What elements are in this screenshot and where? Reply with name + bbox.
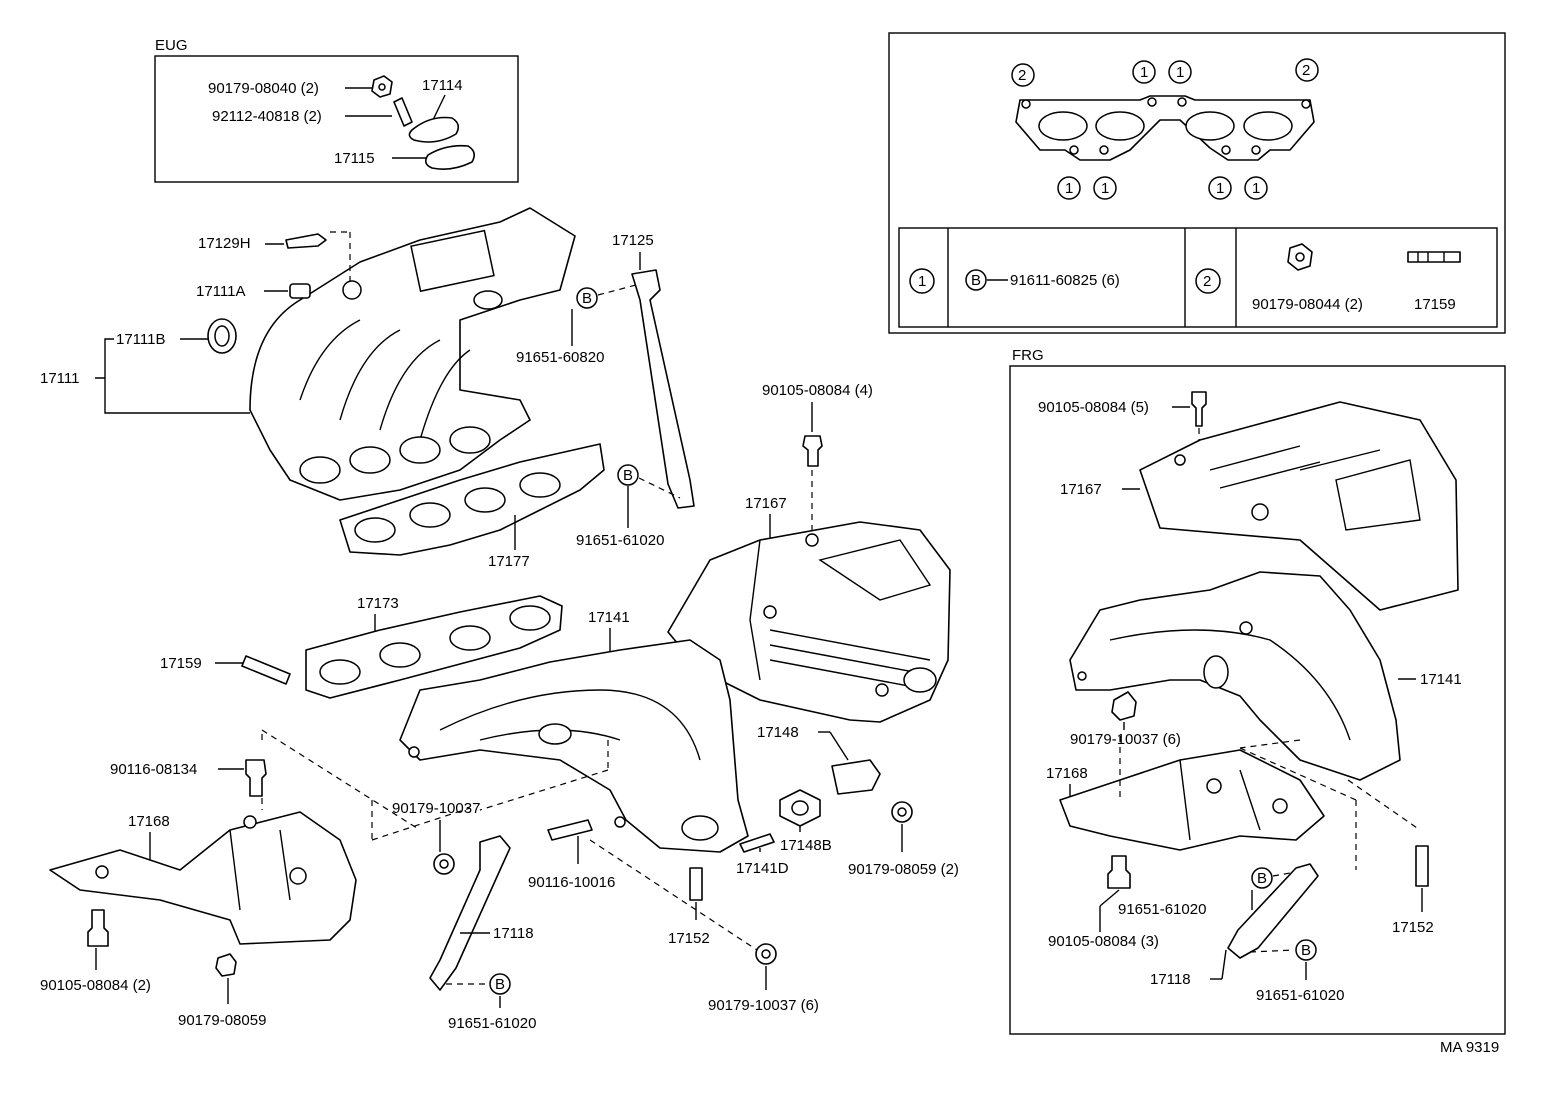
label-91651-60820: 91651-60820	[516, 349, 604, 366]
label-90179-10037-6: 90179-10037 (6)	[708, 997, 819, 1014]
legend-nut-part: 90179-08044 (2)	[1252, 296, 1363, 313]
stud-17159	[241, 655, 291, 685]
label-90179-08059: 90179-08059	[178, 1012, 266, 1029]
eug-label-stud: 92112-40818 (2)	[212, 108, 322, 125]
legend-bolt-part: 91611-60825 (6)	[1010, 272, 1120, 289]
bolt-icon	[802, 435, 823, 467]
callout-2: 2	[1018, 67, 1026, 84]
eug-label-17115: 17115	[334, 150, 375, 167]
label-17168: 17168	[128, 813, 170, 830]
lower-insulator	[49, 811, 357, 945]
eug-label-17114: 17114	[422, 77, 463, 94]
label-90179-10037-a: 90179-10037	[392, 800, 480, 817]
label-17159: 17159	[160, 655, 202, 672]
stud-17141d	[739, 833, 775, 853]
b-mark: B	[1257, 870, 1267, 887]
label-17111: 17111	[40, 370, 80, 387]
legend-gasket	[1015, 95, 1315, 161]
bolt-icon	[1107, 855, 1131, 889]
frg-exhaust-manifold	[1069, 571, 1401, 781]
bolt-icon	[245, 759, 267, 797]
intake-manifold	[249, 207, 576, 501]
label-17125: 17125	[612, 232, 654, 249]
label-17118: 17118	[493, 925, 534, 942]
label-91651-61020-a: 91651-61020	[576, 532, 664, 549]
b-mark: B	[582, 290, 592, 307]
stay-17118	[429, 835, 511, 991]
label-91651-61020-b: 91651-61020	[448, 1015, 536, 1032]
b-mark: B	[1301, 942, 1311, 959]
gasket-17115	[424, 144, 476, 170]
stud-17152	[689, 867, 703, 901]
callout-1: 1	[1216, 180, 1224, 197]
label-17148b: 17148B	[780, 837, 832, 854]
label-17152: 17152	[668, 930, 710, 947]
frg-label-17141: 17141	[1420, 671, 1462, 688]
table-callout-2: 2	[1203, 273, 1211, 290]
frg-label-91651-61020-b: 91651-61020	[1256, 987, 1344, 1004]
callout-1: 1	[1065, 180, 1073, 197]
table-callout-1: 1	[918, 273, 926, 290]
label-17148: 17148	[757, 724, 799, 741]
label-90179-08059-2: 90179-08059 (2)	[848, 861, 959, 878]
bolt-icon	[87, 909, 109, 947]
frg-label-91651-61020-a: 91651-61020	[1118, 901, 1206, 918]
callout-2: 2	[1302, 62, 1310, 79]
label-17129h: 17129H	[198, 235, 251, 252]
callout-1: 1	[1140, 64, 1148, 81]
label-17141d: 17141D	[736, 860, 789, 877]
plug-17111a	[289, 283, 311, 299]
label-17111a: 17111A	[196, 283, 246, 300]
frg-label-17168: 17168	[1046, 765, 1088, 782]
frg-label-90105-5: 90105-08084 (5)	[1038, 399, 1149, 416]
label-17173: 17173	[357, 595, 399, 612]
label-17141: 17141	[588, 609, 630, 626]
frg-label-17152: 17152	[1392, 919, 1434, 936]
frg-label-90105-3: 90105-08084 (3)	[1048, 933, 1159, 950]
frg-heat-insulator	[1139, 401, 1459, 611]
label-90105-4: 90105-08084 (4)	[762, 382, 873, 399]
b-mark: B	[623, 467, 633, 484]
stud-icon	[1415, 845, 1429, 887]
main-section: 17129H 17111A 17111B 17111 17177 17125 B…	[40, 207, 959, 1032]
bolt-icon	[1191, 391, 1207, 427]
frg-label-90179-10037-6: 90179-10037 (6)	[1070, 731, 1181, 748]
b-mark: B	[495, 976, 505, 993]
callout-1: 1	[1176, 64, 1184, 81]
frg-label-17118: 17118	[1150, 971, 1191, 988]
label-17111b: 17111B	[116, 331, 166, 348]
label-17177: 17177	[488, 553, 530, 570]
eug-section: EUG 90179-08040 (2) 92112-40818 (2) 1711…	[154, 37, 519, 183]
callout-1: 1	[1101, 180, 1109, 197]
frg-stay-17118	[1227, 863, 1319, 959]
stay-17125	[631, 269, 695, 509]
plate-17148	[831, 759, 881, 795]
label-17167: 17167	[745, 495, 787, 512]
eug-title: EUG	[155, 37, 188, 54]
callout-1: 1	[1252, 180, 1260, 197]
stud-90116-10016	[547, 819, 593, 841]
legend-stud-part: 17159	[1414, 296, 1456, 313]
eug-label-nut: 90179-08040 (2)	[208, 80, 319, 97]
nut-icon	[215, 953, 237, 977]
stud-icon	[1407, 251, 1461, 263]
frg-title: FRG	[1012, 347, 1044, 364]
diagram-code: MA 9319	[1440, 1039, 1499, 1056]
frg-section: FRG 90105-08084 (5) 17167 17141 90179-10…	[1009, 347, 1506, 1035]
exhaust-gasket	[305, 595, 563, 699]
b-mark: B	[971, 272, 981, 289]
sensor-17129h	[285, 233, 327, 249]
stud-icon	[393, 97, 413, 127]
legend-section: 2 1 1 2 1 1 1 1 1 B 91611-60825 (6) 2 90…	[888, 32, 1506, 334]
label-90105-2: 90105-08084 (2)	[40, 977, 151, 994]
exhaust-manifold	[399, 639, 749, 853]
label-90116-08134: 90116-08134	[110, 761, 197, 778]
label-90116-10016: 90116-10016	[528, 874, 615, 891]
plate-17114	[408, 116, 460, 143]
nut-icon	[1111, 691, 1137, 721]
frg-label-17167: 17167	[1060, 481, 1102, 498]
